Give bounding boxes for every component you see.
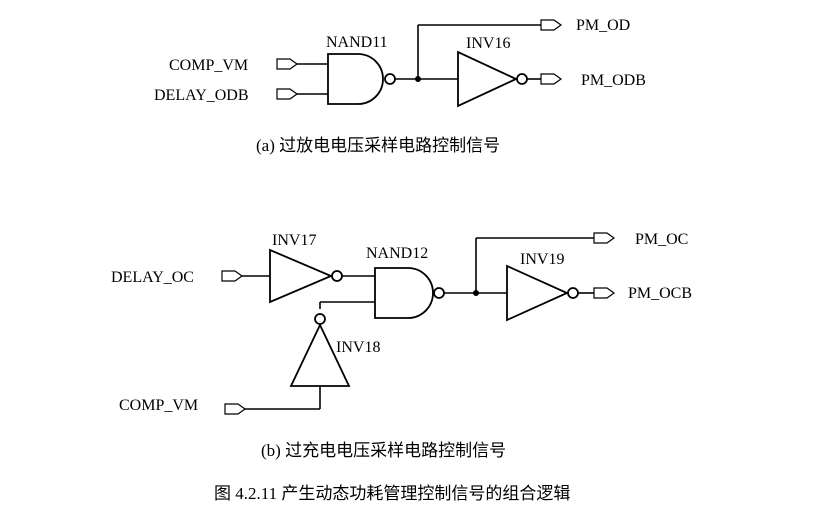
inv17-gate — [269, 248, 334, 304]
inv17-bubble — [331, 270, 343, 282]
label-delay-oc: DELAY_OC — [111, 269, 194, 286]
label-nand12: NAND12 — [366, 245, 428, 262]
label-inv16: INV16 — [466, 35, 510, 52]
inv19-gate — [506, 264, 570, 322]
nand11-bubble — [384, 73, 396, 85]
label-nand11: NAND11 — [326, 34, 388, 51]
circuit-a: NAND11 INV16 COMP_VM DELAY_ODB PM_OD PM_… — [154, 17, 646, 155]
pin-pm-od — [540, 19, 563, 31]
inv16-gate — [457, 50, 519, 108]
caption-b: (b) 过充电电压采样电路控制信号 — [261, 441, 506, 460]
pin-pm-odb — [540, 73, 563, 85]
junction-a — [415, 76, 421, 82]
inv19-bubble — [567, 287, 579, 299]
label-pm-odb: PM_ODB — [581, 72, 646, 89]
inv18-bubble — [314, 313, 326, 325]
label-inv18: INV18 — [336, 339, 380, 356]
label-inv19: INV19 — [520, 251, 564, 268]
pin-pm-oc — [593, 232, 616, 244]
inv16-bubble — [516, 73, 528, 85]
circuit-b: INV17 NAND12 INV19 INV18 DELAY_OC COMP_V… — [111, 231, 692, 460]
figure-caption: 图 4.2.11 产生动态功耗管理控制信号的组合逻辑 — [214, 484, 570, 503]
nand11-gate — [327, 53, 384, 105]
pin-comp-vm-a — [276, 58, 299, 70]
label-delay-odb: DELAY_ODB — [154, 87, 249, 104]
label-pm-ocb: PM_OCB — [628, 285, 692, 302]
junction-b — [473, 290, 479, 296]
label-pm-od: PM_OD — [576, 17, 630, 34]
label-comp-vm-a: COMP_VM — [169, 57, 248, 74]
label-comp-vm-b: COMP_VM — [119, 397, 198, 414]
nand12-bubble — [433, 287, 445, 299]
label-pm-oc: PM_OC — [635, 231, 688, 248]
pin-delay-odb — [276, 88, 299, 100]
pin-comp-vm-b — [224, 403, 247, 415]
caption-a: (a) 过放电电压采样电路控制信号 — [256, 136, 500, 155]
pin-pm-ocb — [593, 287, 616, 299]
pin-delay-oc — [221, 270, 244, 282]
label-inv17: INV17 — [272, 232, 316, 249]
nand12-gate — [374, 267, 434, 319]
